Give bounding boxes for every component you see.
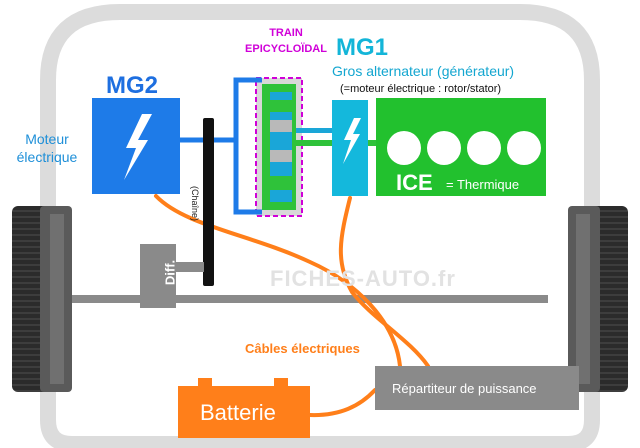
electric-cables: [154, 194, 430, 418]
train-label-line1: TRAIN: [269, 27, 303, 39]
mg2-title: MG2: [106, 72, 159, 99]
battery-label: Batterie: [200, 400, 276, 425]
moteur-rotor-stator-label: (=moteur électrique : rotor/stator): [340, 83, 502, 95]
mg1-shaft: [296, 128, 332, 133]
cylinder-4: [507, 131, 541, 165]
power-splitter-block: [375, 366, 579, 410]
left-wheel: [12, 206, 72, 392]
lightning-bolt-icon: [124, 114, 152, 180]
lightning-bolt-icon: [343, 118, 361, 164]
chain: [203, 118, 214, 286]
ice-label: ICE: [396, 170, 433, 195]
moteur-label-line2: électrique: [16, 149, 78, 165]
moteur-label-line1: Moteur: [25, 131, 69, 147]
car-body-outline: [40, 3, 600, 448]
right-wheel: [568, 206, 628, 392]
mg1-title: MG1: [336, 34, 389, 61]
repartiteur-label: Répartiteur de puissance: [392, 381, 537, 396]
battery-block: [178, 386, 310, 438]
train-label-line2: EPICYCLOÏDAL: [245, 43, 327, 55]
cylinder-1: [387, 131, 421, 165]
gros-alternateur-label: Gros alternateur (générateur): [332, 63, 515, 79]
cables-label: Câbles électriques: [245, 341, 360, 356]
cylinder-3: [467, 131, 501, 165]
axle: [72, 295, 548, 303]
diff-label: Diff.: [162, 259, 178, 286]
diff-block: [140, 244, 176, 308]
chaine-label: (Chaîne): [190, 186, 200, 222]
thermique-label: = Thermique: [446, 177, 520, 192]
cylinder-2: [427, 131, 461, 165]
watermark: FICHES-AUTO.fr: [270, 266, 456, 291]
